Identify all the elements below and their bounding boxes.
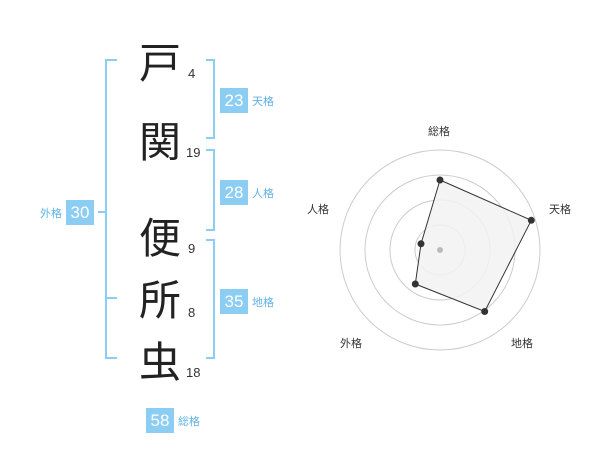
radar-axis-label-chikaku: 地格	[511, 337, 533, 350]
chikaku-label: 地格	[252, 295, 274, 309]
name-char-3: 便	[138, 214, 181, 263]
radar-point-4	[411, 280, 419, 288]
chikaku-badge: 35 地格	[220, 289, 274, 314]
soukaku-label: 総格	[178, 414, 200, 428]
gaikaku-bracket	[105, 59, 117, 359]
radar-point-2	[527, 216, 535, 224]
jinkaku-value: 28	[220, 180, 248, 205]
gaikaku-label: 外格	[40, 206, 62, 220]
radar-axis-label-jinkaku: 人格	[307, 203, 329, 216]
stroke-count-4: 8	[188, 305, 196, 320]
jinkaku-badge: 28 人格	[220, 180, 274, 205]
gaikaku-value: 30	[66, 200, 94, 225]
tenkaku-bracket	[206, 59, 215, 139]
gaikaku-badge: 外格 30	[40, 200, 94, 225]
radar-axis-label-soukaku: 総格	[428, 125, 450, 138]
tenkaku-label: 天格	[252, 94, 274, 108]
tenkaku-value: 23	[220, 88, 248, 113]
radar-point-5	[417, 240, 425, 248]
radar-axis-label-gaikaku: 外格	[340, 337, 362, 350]
radar-series-polygon	[414, 179, 532, 313]
name-char-1: 戸	[138, 39, 181, 88]
stroke-count-2: 19	[186, 145, 201, 160]
stroke-count-5: 18	[186, 365, 201, 380]
name-char-5: 虫	[138, 338, 181, 387]
soukaku-value: 58	[146, 408, 174, 433]
name-char-4: 所	[138, 276, 181, 325]
radar-point-1	[436, 176, 444, 184]
stroke-count-1: 4	[188, 66, 196, 81]
tenkaku-badge: 23 天格	[220, 88, 274, 113]
soukaku-badge: 58 総格	[146, 408, 200, 433]
radar-center-point	[437, 247, 443, 253]
jinkaku-label: 人格	[252, 186, 274, 200]
chikaku-value: 35	[220, 289, 248, 314]
stroke-count-3: 9	[188, 241, 196, 256]
radar-axis-label-tenkaku: 天格	[549, 203, 571, 216]
jinkaku-bracket	[206, 149, 215, 231]
chikaku-bracket	[206, 239, 215, 359]
name-char-2: 関	[138, 118, 181, 167]
radar-point-3	[481, 308, 489, 315]
